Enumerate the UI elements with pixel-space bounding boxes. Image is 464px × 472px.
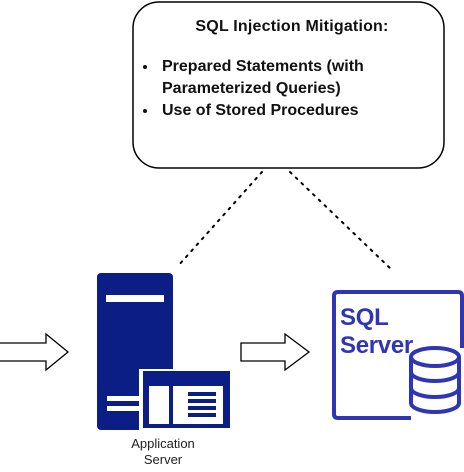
- application-server-label-line2: Server: [143, 452, 183, 467]
- application-server-icon: [97, 273, 234, 430]
- callout-title: SQL Injection Mitigation:: [195, 18, 389, 35]
- mitigation-item: Prepared Statements (with Parameterized …: [158, 56, 442, 100]
- sql-server-icon: [332, 290, 464, 420]
- dotted-connector-left: [177, 171, 263, 267]
- incoming-arrow: [0, 332, 70, 372]
- mitigation-item: Use of Stored Procedures: [158, 100, 442, 122]
- dotted-connector-right: [289, 171, 393, 271]
- server-to-sql-arrow: [240, 332, 311, 372]
- application-server-label: Application Server: [108, 436, 218, 468]
- database-icon: [409, 346, 461, 414]
- callout-box: [132, 1, 445, 169]
- application-server-label-line1: Application: [131, 436, 195, 451]
- callout-content: SQL Injection Mitigation: Prepared State…: [136, 18, 442, 122]
- sql-server-label: SQL Server: [340, 304, 413, 359]
- mitigation-list: Prepared Statements (with Parameterized …: [136, 56, 442, 122]
